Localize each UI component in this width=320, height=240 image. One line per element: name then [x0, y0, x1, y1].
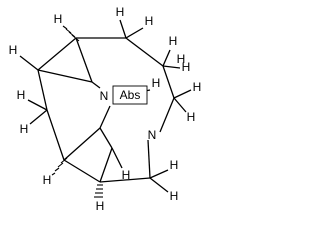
- hydrogen-label: H: [20, 122, 29, 136]
- hydrogen-label: H: [17, 88, 26, 102]
- bond: [159, 97, 175, 133]
- hydrogen-label: H: [170, 158, 179, 172]
- bond: [173, 97, 187, 113]
- hydrogen-label: H: [152, 76, 161, 90]
- bond: [37, 37, 77, 71]
- bond: [29, 109, 48, 125]
- bond: [149, 169, 169, 179]
- bond: [37, 69, 93, 83]
- hydrogen-label: H: [169, 34, 178, 48]
- bond: [46, 109, 65, 161]
- stereo-flag: Abs: [112, 85, 148, 105]
- bond: [91, 81, 101, 89]
- hashed-wedge-bond: [51, 157, 68, 176]
- bond: [99, 147, 113, 183]
- bond: [119, 19, 127, 39]
- bond: [99, 177, 151, 183]
- hydrogen-label: H: [54, 12, 63, 26]
- bond: [162, 49, 171, 67]
- hydrogen-label: H: [187, 110, 196, 124]
- hydrogen-label: H: [96, 199, 105, 213]
- bond: [63, 159, 101, 183]
- hydrogen-label: H: [193, 80, 202, 94]
- hydrogen-label: H: [182, 60, 191, 74]
- atom-label-layer: H H H H H H H H H H H H H H H H H N N: [9, 5, 202, 213]
- bond: [19, 55, 39, 71]
- hashed-wedge-bond: [62, 25, 80, 42]
- bond-layer: [37, 37, 175, 183]
- bond: [162, 65, 175, 99]
- bond: [37, 69, 48, 111]
- stereo-flag-label: Abs: [120, 88, 141, 102]
- hydrogen-bond-layer: [19, 19, 192, 193]
- nitrogen-label: N: [148, 128, 157, 142]
- hydrogen-label: H: [145, 14, 154, 28]
- stereo-wedge-layer: [51, 25, 103, 198]
- hashed-wedge-bond: [94, 184, 103, 198]
- bond: [63, 127, 101, 161]
- hydrogen-label: H: [116, 5, 125, 19]
- bond: [99, 105, 111, 129]
- nitrogen-label: N: [100, 89, 109, 103]
- bond: [173, 89, 192, 99]
- hydrogen-label: H: [170, 189, 179, 203]
- hydrogen-label: H: [177, 52, 186, 66]
- bond: [149, 177, 169, 193]
- bond: [27, 99, 48, 111]
- molecule-structure: H H H H H H H H H H H H H H H H H N N Ab…: [9, 5, 202, 213]
- bond: [99, 127, 113, 149]
- bond: [75, 37, 93, 83]
- bond: [125, 27, 144, 39]
- hydrogen-label: H: [43, 173, 52, 187]
- hydrogen-label: H: [9, 43, 18, 57]
- bond: [125, 37, 164, 67]
- bond: [162, 65, 181, 69]
- hydrogen-label: H: [122, 168, 131, 182]
- bond: [111, 147, 123, 169]
- stereo-flag-box: [112, 85, 148, 105]
- bond: [147, 139, 151, 179]
